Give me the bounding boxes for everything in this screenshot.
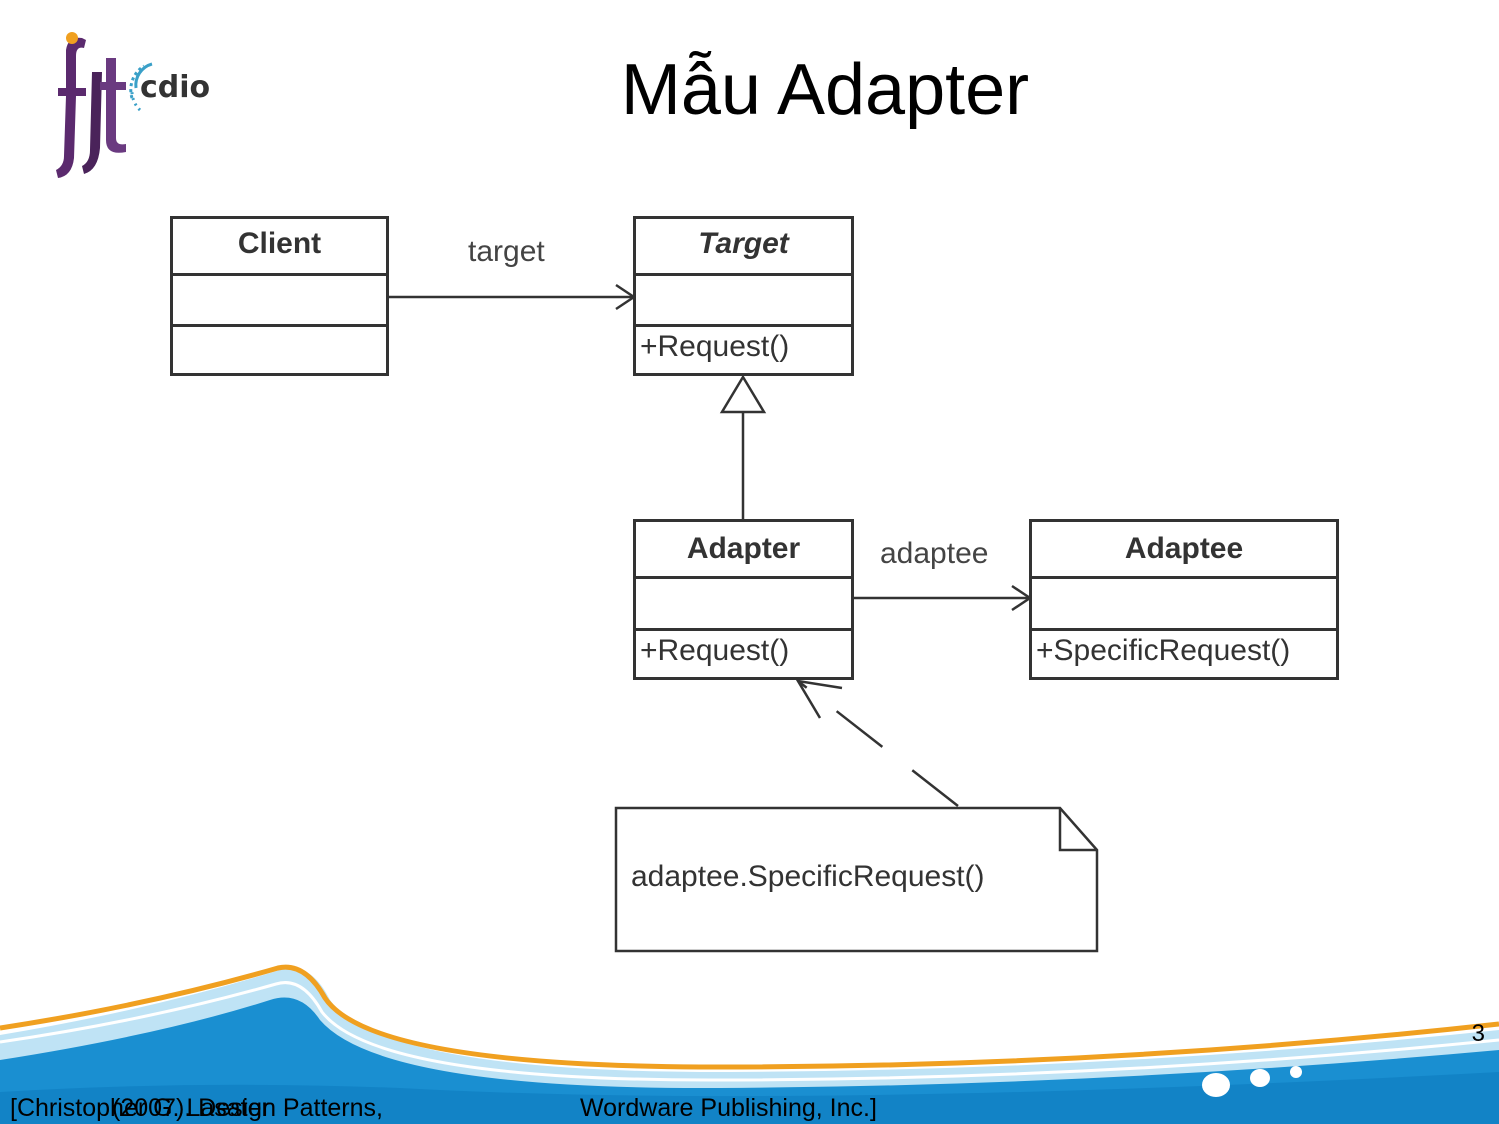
class-adapter-operation: +Request() [640, 634, 790, 667]
fit-logo: cdio [48, 28, 228, 178]
note-dashed-line [797, 680, 959, 807]
class-adaptee-operation: +SpecificRequest() [1036, 634, 1291, 667]
page-title: Mẫu Adapter [620, 50, 1030, 130]
class-adaptee-operations [1032, 628, 1336, 631]
association-label-target: target [468, 235, 545, 268]
class-adaptee-name: Adaptee [1124, 532, 1244, 565]
class-adapter: Adapter +Request() [633, 519, 854, 680]
bubble-medium [1250, 1069, 1270, 1087]
class-adaptee: Adaptee +SpecificRequest() [1029, 519, 1339, 680]
class-target-operation: +Request() [640, 330, 790, 363]
class-client-operations [173, 324, 386, 327]
class-adapter-name: Adapter [686, 532, 801, 565]
citation-part1: [Christopher G. Lasater [10, 1094, 270, 1122]
generalization-triangle [719, 374, 767, 414]
footer-wave [0, 964, 1499, 1124]
note-fold [1058, 808, 1097, 852]
citation-part2: (2007). Design Patterns, [112, 1094, 383, 1122]
association-label-adaptee: adaptee [880, 537, 989, 570]
class-target-operations [636, 324, 851, 327]
citation-part3: Wordware Publishing, Inc.] [580, 1094, 877, 1122]
logo-text: cdio [140, 70, 211, 105]
class-target-name: Target [698, 227, 789, 260]
bubble-small [1290, 1066, 1302, 1078]
class-client-attributes [173, 273, 386, 276]
class-target: Target +Request() [633, 216, 854, 376]
page-number: 3 [1471, 1020, 1485, 1047]
class-adaptee-attributes [1032, 576, 1336, 579]
class-client-name: Client [237, 227, 322, 260]
class-adapter-operations [636, 628, 851, 631]
note-text: adaptee.SpecificRequest() [631, 860, 985, 893]
bubble-large [1202, 1073, 1230, 1097]
fit-logo-graphic [56, 32, 153, 178]
class-adapter-attributes [636, 576, 851, 579]
class-target-attributes [636, 273, 851, 276]
note-arrowhead [795, 679, 843, 719]
note-shape [614, 806, 1099, 953]
class-client: Client [170, 216, 389, 376]
